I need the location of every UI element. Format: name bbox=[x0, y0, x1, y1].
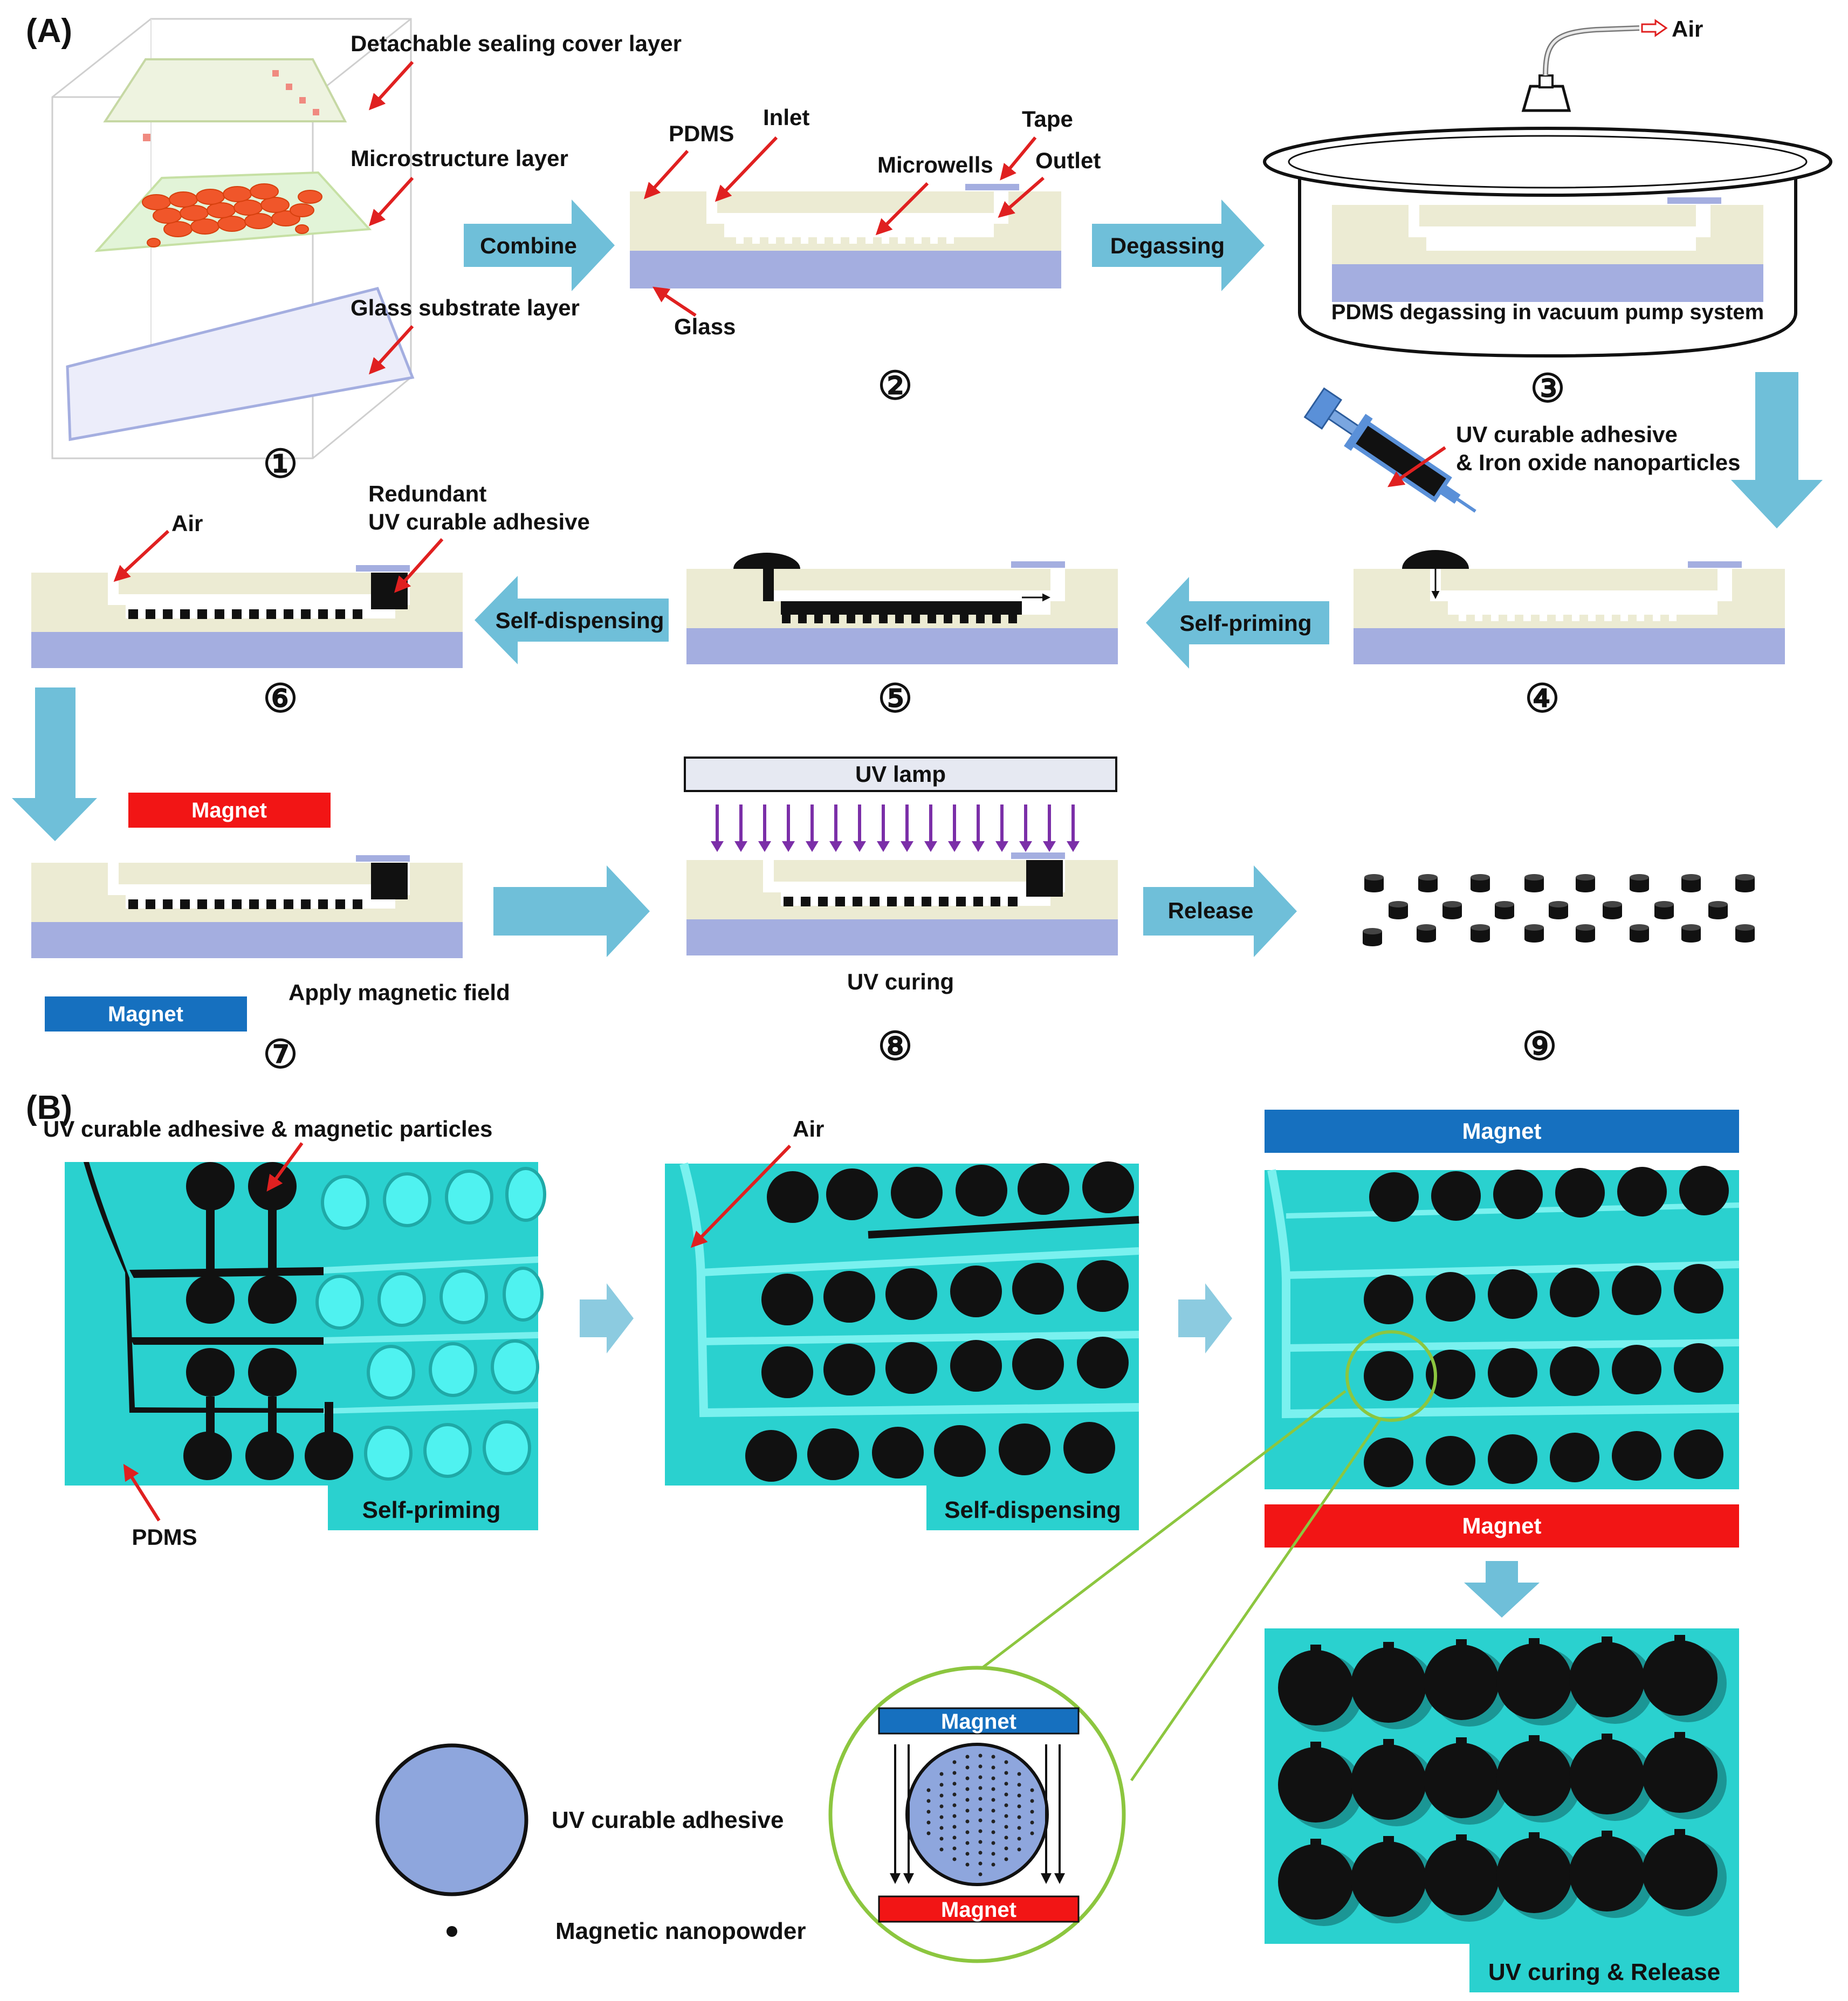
partb-magnet-bottom bbox=[1265, 1504, 1739, 1548]
legend-powder-label: Magnetic nanopowder bbox=[555, 1918, 806, 1944]
degassing-arrow: Degassing bbox=[1092, 200, 1265, 291]
photo4-label: UV curing & Release bbox=[1488, 1959, 1720, 1985]
photo1-pdms-label: PDMS bbox=[132, 1524, 197, 1550]
step4-cross-section bbox=[1354, 550, 1785, 664]
apply-field-caption: Apply magnetic field bbox=[288, 980, 510, 1005]
photo-self-priming bbox=[65, 1162, 546, 1530]
cover-layer bbox=[103, 58, 347, 122]
released-microparticles bbox=[1363, 874, 1755, 946]
arrow-7-8 bbox=[493, 865, 650, 957]
zoom-magnet-top bbox=[878, 1707, 1080, 1735]
photo1-callout: UV curable adhesive & magnetic particles bbox=[43, 1116, 492, 1142]
outlet-label: Outlet bbox=[1035, 148, 1101, 173]
photo-uv-curing-release bbox=[1265, 1628, 1739, 1992]
pdms-label: PDMS bbox=[669, 121, 734, 146]
step6-number: ⑥ bbox=[263, 677, 298, 720]
adhesive-droplet bbox=[1402, 550, 1469, 569]
redundant-label-1: Redundant bbox=[368, 481, 486, 506]
partb-magnet-top-label: Magnet bbox=[1462, 1118, 1542, 1144]
step7-number: ⑦ bbox=[263, 1033, 298, 1076]
step8-cross-section bbox=[686, 852, 1118, 955]
step7-cross-section bbox=[31, 855, 463, 958]
panel-a-label: (A) bbox=[26, 12, 72, 50]
step5-cross-section bbox=[686, 553, 1118, 664]
adhesive-line1: UV curable adhesive bbox=[1456, 422, 1678, 447]
degassing-label: Degassing bbox=[1110, 233, 1225, 258]
step3-number: ③ bbox=[1530, 367, 1565, 410]
arrow-b3-b4 bbox=[1464, 1561, 1540, 1618]
combine-label: Combine bbox=[480, 233, 577, 258]
glass-label: Glass bbox=[674, 314, 736, 339]
self-priming-arrow: Self-priming bbox=[1146, 577, 1329, 669]
glass-layer-label: Glass substrate layer bbox=[351, 295, 580, 320]
tape bbox=[965, 184, 1019, 190]
self-priming-label: Self-priming bbox=[1179, 610, 1311, 636]
arrow-b1-b2 bbox=[580, 1283, 634, 1353]
step6-cross-section bbox=[31, 565, 463, 668]
degassing-caption: PDMS degassing in vacuum pump system bbox=[1331, 300, 1764, 324]
zoom-magnet-top-label: Magnet bbox=[941, 1710, 1016, 1734]
uv-curing-caption: UV curing bbox=[847, 969, 954, 994]
photo-self-dispensing bbox=[665, 1161, 1139, 1530]
step2-number: ② bbox=[878, 365, 913, 408]
uv-lamp bbox=[684, 757, 1117, 792]
down-arrow-6-7 bbox=[12, 687, 97, 841]
photo2-label: Self-dispensing bbox=[944, 1497, 1121, 1523]
zoom-magnet-bottom-label: Magnet bbox=[941, 1898, 1016, 1922]
magnet-top bbox=[128, 793, 331, 828]
step9-number: ⑨ bbox=[1522, 1025, 1557, 1068]
step5-number: ⑤ bbox=[878, 677, 913, 720]
adhesive-line2: & Iron oxide nanoparticles bbox=[1456, 450, 1740, 475]
partb-magnet-bottom-label: Magnet bbox=[1462, 1513, 1542, 1538]
step2-cross-section bbox=[630, 184, 1061, 288]
self-dispensing-arrow: Self-dispensing bbox=[475, 576, 669, 664]
uv-lamp-label: UV lamp bbox=[855, 761, 946, 787]
uv-rays bbox=[711, 804, 1080, 852]
vacuum-chamber bbox=[1263, 19, 1832, 358]
tape-label: Tape bbox=[1022, 106, 1073, 132]
zoom-inset bbox=[828, 1666, 1126, 1963]
air-out-label: Air bbox=[1672, 16, 1703, 42]
glass-layer bbox=[66, 287, 415, 441]
self-dispensing-label: Self-dispensing bbox=[496, 608, 664, 633]
photo2-air-label: Air bbox=[793, 1116, 824, 1142]
magnet-bottom-label: Magnet bbox=[108, 1002, 183, 1026]
microwell-row bbox=[736, 236, 954, 244]
legend-adhesive-swatch bbox=[375, 1743, 528, 1896]
partb-magnet-top bbox=[1265, 1110, 1739, 1153]
panel-b-label: (B) bbox=[26, 1089, 72, 1126]
photo1-label: Self-priming bbox=[362, 1497, 501, 1523]
cover-layer-label: Detachable sealing cover layer bbox=[351, 31, 682, 56]
magnet-top-label: Magnet bbox=[191, 799, 267, 822]
zoom-particle bbox=[905, 1743, 1049, 1886]
microstructure-layer-label: Microstructure layer bbox=[351, 146, 568, 171]
redundant-label-2: UV curable adhesive bbox=[368, 509, 590, 534]
photo-magnetic-alignment bbox=[1265, 1166, 1740, 1489]
down-arrow-3-4 bbox=[1731, 372, 1823, 528]
combine-arrow: Combine bbox=[464, 200, 615, 291]
microwells-label: Microwells bbox=[877, 152, 993, 177]
step4-number: ④ bbox=[1525, 677, 1560, 720]
release-label: Release bbox=[1168, 898, 1254, 923]
zoom-magnet-bottom bbox=[878, 1895, 1080, 1923]
zoom-source-ring bbox=[1345, 1330, 1437, 1422]
legend-adhesive-label: UV curable adhesive bbox=[552, 1807, 784, 1833]
air-label: Air bbox=[171, 511, 203, 536]
redundant-adhesive-block bbox=[371, 573, 408, 609]
glass-slab bbox=[630, 251, 1061, 288]
magnet-bottom bbox=[45, 996, 247, 1032]
valve bbox=[1521, 85, 1571, 112]
step1-number: ① bbox=[263, 443, 298, 486]
inlet-label: Inlet bbox=[763, 105, 809, 130]
legend-powder-swatch bbox=[446, 1926, 457, 1937]
legend bbox=[375, 1743, 528, 1937]
release-arrow: Release bbox=[1143, 865, 1297, 957]
chamber-lid bbox=[1263, 127, 1832, 197]
step8-number: ⑧ bbox=[878, 1025, 913, 1068]
arrow-b2-b3 bbox=[1178, 1283, 1232, 1353]
step1-exploded-view bbox=[51, 18, 415, 459]
